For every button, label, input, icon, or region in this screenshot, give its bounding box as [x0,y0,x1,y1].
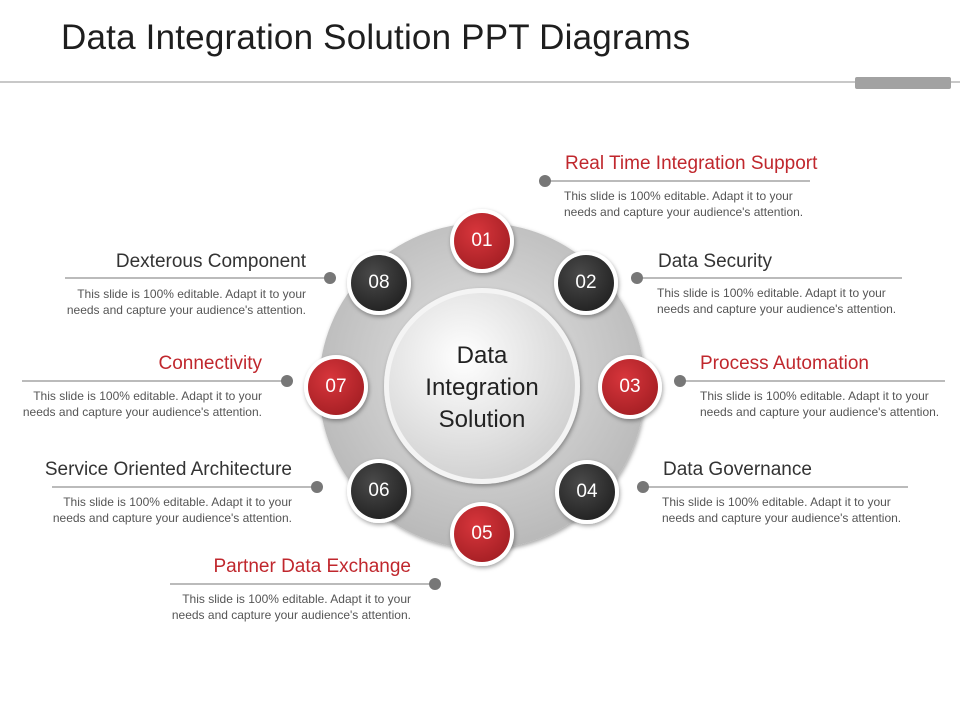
item-07-description: This slide is 100% editable. Adapt it to… [22,389,262,419]
item-06-description: This slide is 100% editable. Adapt it to… [52,495,292,525]
badge-07 [304,355,368,419]
item-02-description: This slide is 100% editable. Adapt it to… [657,286,897,316]
item-02-title: Data Security [658,251,773,272]
item-03-description: This slide is 100% editable. Adapt it to… [700,389,940,419]
item-04-title: Data Governance [663,459,812,480]
badge-number-08: 08 [368,272,390,293]
badge-06 [347,459,411,523]
badge-number-03: 03 [619,376,641,397]
badge-number-01: 01 [471,230,493,251]
badge-number-06: 06 [368,480,390,501]
item-08-description: This slide is 100% editable. Adapt it to… [66,287,306,317]
connector-dots [281,175,686,590]
center-label-line1: Data [456,342,508,369]
connector-dot-06 [311,481,323,493]
badge-01 [450,209,514,273]
badge-number-07: 07 [325,376,347,397]
center-label: Data Integration Solution [402,340,562,436]
badge-05 [450,502,514,566]
badge-03 [598,355,662,419]
connector-dot-07 [281,375,293,387]
title-accent-bar [855,77,951,89]
connector-dot-02 [631,272,643,284]
item-05-description: This slide is 100% editable. Adapt it to… [171,592,411,622]
connector-dot-05 [429,578,441,590]
item-06-title: Service Oriented Architecture [44,459,292,480]
badge-number-04: 04 [576,481,598,502]
item-03-title: Process Automation [700,353,869,374]
connector-dot-03 [674,375,686,387]
item-08-title: Dexterous Component [115,251,306,272]
center-label-line2: Integration [425,374,539,401]
center-label-line3: Solution [438,406,526,433]
connectors [22,180,945,585]
badge-number-05: 05 [471,523,493,544]
connector-dot-08 [324,272,336,284]
connector-dot-04 [637,481,649,493]
item-05-title: Partner Data Exchange [213,556,411,577]
item-04-description: This slide is 100% editable. Adapt it to… [662,495,902,525]
item-07-title: Connectivity [158,353,263,374]
item-01-description: This slide is 100% editable. Adapt it to… [564,189,804,219]
title-divider [0,81,960,83]
badge-number-02: 02 [575,272,597,293]
slide-title: Data Integration Solution PPT Diagrams [61,18,691,57]
hub-circle [389,293,575,479]
item-01-title: Real Time Integration Support [565,153,818,174]
badge-04 [555,460,619,524]
badge-02 [554,251,618,315]
badge-08 [347,251,411,315]
connector-dot-01 [539,175,551,187]
